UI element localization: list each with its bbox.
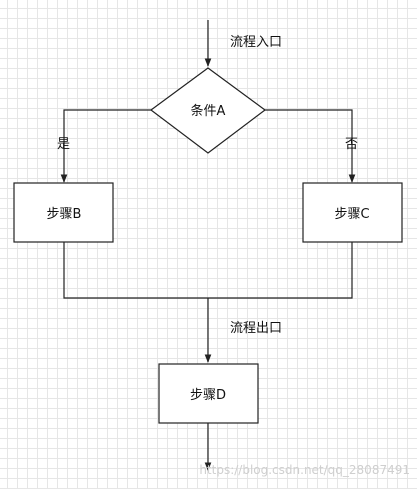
step-d-label: 步骤D (190, 388, 226, 403)
step-c-label: 步骤C (334, 207, 369, 222)
yes-label: 是 (57, 137, 70, 152)
step-d-box (158, 363, 259, 424)
step-c-box (302, 182, 403, 243)
step-b-label: 步骤B (47, 207, 82, 222)
no-branch-edge (265, 109, 356, 183)
entry-label: 流程入口 (230, 35, 282, 50)
no-label: 否 (345, 137, 358, 152)
yes-branch-edge (60, 109, 151, 183)
step-b-box (13, 182, 114, 243)
condition-label: 条件A (191, 103, 226, 119)
condition-diamond (149, 67, 267, 154)
watermark: https://blog.csdn.net/qq_28087491 (199, 463, 410, 477)
merge-edge (63, 242, 353, 299)
exit-label: 流程出口 (230, 321, 282, 336)
